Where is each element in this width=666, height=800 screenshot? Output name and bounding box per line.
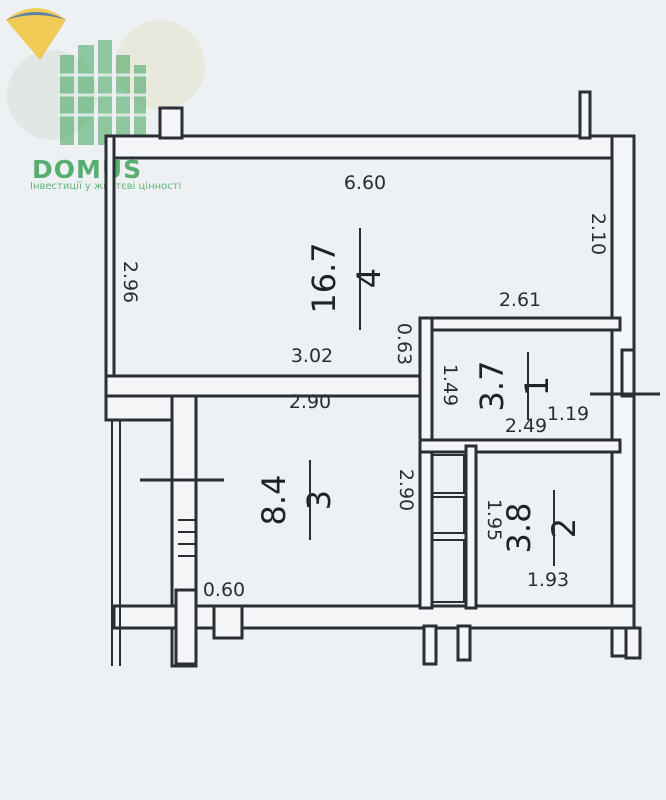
walls xyxy=(104,90,660,668)
dim-room3-right: 2.90 xyxy=(395,469,417,511)
logo-title: DOMUS xyxy=(32,155,143,184)
wall-room1-top xyxy=(418,316,622,332)
dim-room4-top: 6.60 xyxy=(344,172,386,194)
wall-stub-right xyxy=(624,626,642,660)
shaft-box-1 xyxy=(431,454,465,494)
shaft-box-2 xyxy=(431,496,465,534)
wall-stub-bottom-1 xyxy=(422,624,438,666)
logo-buildings xyxy=(60,40,146,145)
shaft-box-3 xyxy=(431,539,465,603)
room-1-label: 1 3.7 xyxy=(473,352,556,420)
wall-stub-bottom-3 xyxy=(212,604,244,640)
dim-room4-right: 2.10 xyxy=(587,213,609,255)
dimensions: 6.60 2.10 2.96 3.02 0.63 2.61 1.49 2.49 … xyxy=(119,172,609,601)
dim-room1-bottom: 2.49 xyxy=(505,415,547,437)
dim-room1-left: 1.49 xyxy=(439,364,461,406)
room-3-area: 8.4 xyxy=(255,475,293,526)
wall-left-room4 xyxy=(104,134,116,400)
logo-circle-left xyxy=(7,50,97,140)
logo-shield-yellow xyxy=(6,8,66,60)
wall-room4-room3 xyxy=(104,374,432,398)
room-2-number: 2 xyxy=(545,518,583,538)
wall-top xyxy=(104,134,628,160)
wall-window-right xyxy=(620,348,636,398)
dim-room4-step: 0.63 xyxy=(393,323,415,365)
dim-room2-bottom: 1.93 xyxy=(527,569,569,591)
dim-room4-left: 2.96 xyxy=(119,261,141,303)
wall-room1-bottom xyxy=(418,438,622,454)
dim-room1-top: 2.61 xyxy=(499,289,541,311)
wall-room1-left xyxy=(418,316,434,610)
dim-room2-left: 1.95 xyxy=(483,499,505,541)
room-1-number: 1 xyxy=(518,376,556,396)
room-3-label: 3 8.4 xyxy=(255,460,338,540)
room-4-area: 16.7 xyxy=(305,242,343,313)
room-2-label: 2 3.8 xyxy=(500,490,583,566)
logo-shield-blue xyxy=(6,12,66,20)
wall-notch-right xyxy=(578,90,592,140)
wall-stub-bottom-2 xyxy=(456,624,472,662)
dim-room4-bottom: 3.02 xyxy=(291,345,333,367)
domus-logo-graphic xyxy=(6,8,205,145)
wall-bottom xyxy=(112,604,636,630)
room-1-area: 3.7 xyxy=(473,361,511,412)
wall-stub-left xyxy=(174,588,198,666)
wall-notch-left xyxy=(158,106,184,140)
domus-logo: DOMUS Інвестиції у життєві цінності xyxy=(0,0,210,200)
room-4-number: 4 xyxy=(350,268,388,288)
wall-room2-left xyxy=(464,444,478,610)
dim-room1-right: 1.19 xyxy=(547,403,589,425)
room-2-area: 3.8 xyxy=(500,503,538,554)
room-4-label: 4 16.7 xyxy=(305,228,388,330)
dim-room3-top: 2.90 xyxy=(289,391,331,413)
dim-room3-bottom: 0.60 xyxy=(203,579,245,601)
balcony-door-hatch xyxy=(178,519,196,557)
room-3-number: 3 xyxy=(300,490,338,510)
